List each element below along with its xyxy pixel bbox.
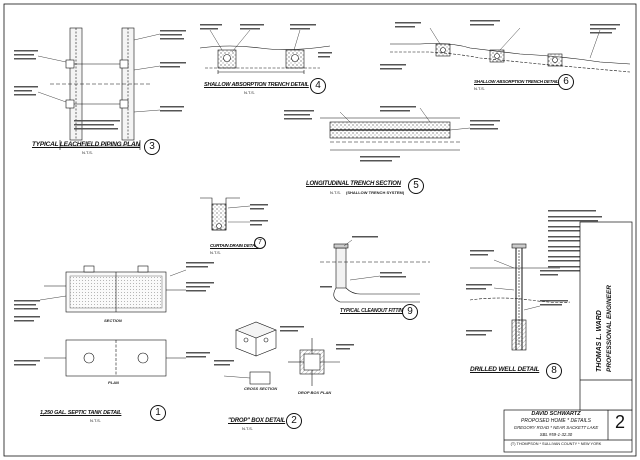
detail-scale-septic-tank: N.T.S. [90, 418, 101, 423]
title-block-client: DAVID SCHWARTZ [531, 411, 581, 417]
hillside-trench-drawing [390, 27, 631, 73]
septic-plan-label: PLAN [108, 380, 119, 385]
curtain-drain-drawing [200, 197, 251, 231]
detail-subtitle-longitudinal: (SHALLOW TRENCH SYSTEM) [346, 190, 405, 195]
detail-number-1: 1 [150, 405, 166, 421]
detail-number-7: 7 [254, 237, 266, 249]
detail-title-hillside-trench: SHALLOW ABSORPTION TRENCH DETAIL [474, 79, 559, 84]
detail-title-drilled-well: DRILLED WELL DETAIL [470, 366, 540, 373]
drop-box-drawing [223, 321, 340, 386]
detail-scale-longitudinal: N.T.S. [330, 190, 341, 195]
drop-box-cross-section-label: CROSS SECTION [244, 386, 278, 391]
detail-scale-leachfield: N.T.S. [82, 150, 93, 155]
leachfield-plan-notes [14, 30, 186, 130]
detail-title-curtain-drain: CURTAIN DRAIN DETAIL [210, 243, 259, 248]
engineer-name: THOMAS L. WARD [596, 310, 603, 372]
detail-title-shallow-trench: SHALLOW ABSORPTION TRENCH DETAIL [204, 82, 309, 88]
detail-scale-shallow-trench: N.T.S. [244, 90, 255, 95]
title-block-location: GREGORY ROAD * NEAR SACKETT LAKE [513, 425, 599, 430]
drilled-well-drawing [469, 243, 571, 351]
detail-scale-hillside-trench: N.T.S. [474, 86, 485, 91]
detail-number-2: 2 [286, 413, 302, 429]
cleanout-fitting-drawing [320, 239, 430, 303]
detail-number-4: 4 [310, 78, 326, 94]
detail-title-longitudinal: LONGITUDINAL TRENCH SECTION [306, 181, 401, 187]
detail-number-9: 9 [402, 304, 418, 320]
title-block-town: (T) THOMPSON * SULLIVAN COUNTY * NEW YOR… [510, 442, 602, 446]
detail-number-3: 3 [144, 139, 160, 155]
longitudinal-section-drawing [320, 107, 471, 151]
detail-title-septic-tank: 1,250 GAL. SEPTIC TANK DETAIL [40, 410, 122, 416]
detail-title-cleanout: TYPICAL CLEANOUT FITTING [340, 308, 407, 314]
detail-title-leachfield: TYPICAL LEACHFIELD PIPING PLAN [32, 141, 140, 148]
title-block-sbl: SBL #59-1-32.30 [539, 432, 573, 437]
sheet-number: 2 [614, 412, 625, 432]
well-construction-notes [548, 210, 604, 272]
septic-tank-drawing [39, 265, 187, 377]
detail-number-6: 6 [558, 74, 574, 90]
drop-box-plan-label: DROP BOX PLAN [298, 390, 332, 395]
detail-scale-curtain-drain: N.T.S. [210, 250, 221, 255]
leachfield-plan-drawing [37, 27, 161, 150]
engineer-title: PROFESSIONAL ENGINEER [606, 285, 613, 372]
title-block-frame [503, 221, 633, 453]
septic-section-label: SECTION [104, 318, 122, 323]
detail-number-8: 8 [546, 363, 562, 379]
title-block-project: PROPOSED HOME * DETAILS [521, 418, 591, 424]
shallow-trench-drawing [199, 29, 331, 74]
detail-title-drop-box: "DROP" BOX DETAIL [228, 418, 286, 424]
detail-scale-drop-box: N.T.S. [242, 426, 253, 431]
detail-number-5: 5 [408, 178, 424, 194]
